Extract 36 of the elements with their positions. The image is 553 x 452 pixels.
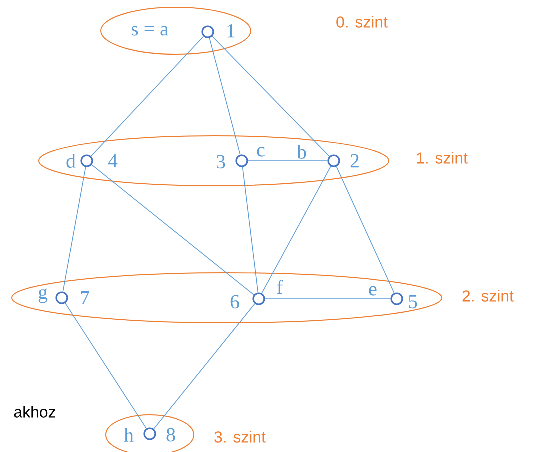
- note-text: akhoz: [14, 406, 56, 418]
- vertex-label: b: [297, 144, 306, 159]
- vertex-label: s = a: [132, 26, 169, 36]
- graph-edge: [62, 166, 86, 292]
- level-label: 2. szint: [462, 290, 514, 302]
- vertex-label: 2: [350, 154, 359, 168]
- level-ellipse: [38, 136, 390, 186]
- graph-edge: [209, 38, 241, 156]
- graph-edge: [336, 166, 395, 294]
- graph-edge: [264, 298, 392, 300]
- graph-edge: [262, 166, 332, 294]
- graph-edge: [65, 302, 147, 430]
- vertex-label: 3: [216, 155, 226, 169]
- vertex-label: e: [369, 286, 377, 296]
- vertex-label: 1: [228, 24, 235, 38]
- vertex-label: 4: [108, 154, 118, 168]
- vertex-label: 7: [81, 291, 90, 305]
- vertex-label: f: [277, 280, 284, 294]
- graph-edge: [90, 36, 204, 157]
- level-ellipse: [12, 272, 442, 324]
- vertex-label: c: [257, 147, 265, 157]
- vertex-label: 5: [409, 295, 418, 309]
- vertex-label: d: [66, 154, 76, 168]
- vertex-label: 8: [166, 428, 176, 442]
- level-ellipse: [100, 7, 252, 55]
- graph-edge: [154, 304, 256, 430]
- vertex-label: g: [38, 288, 48, 304]
- level-label: 0. szint: [336, 16, 388, 28]
- level-label: 3. szint: [214, 431, 266, 443]
- graph-edge: [212, 36, 330, 157]
- level-label: 1. szint: [417, 152, 468, 164]
- vertex-label: 6: [230, 295, 240, 309]
- vertex-label: h: [124, 428, 134, 442]
- graph-edge: [92, 164, 254, 296]
- graph-edge: [248, 160, 328, 162]
- graph-edge: [242, 166, 259, 294]
